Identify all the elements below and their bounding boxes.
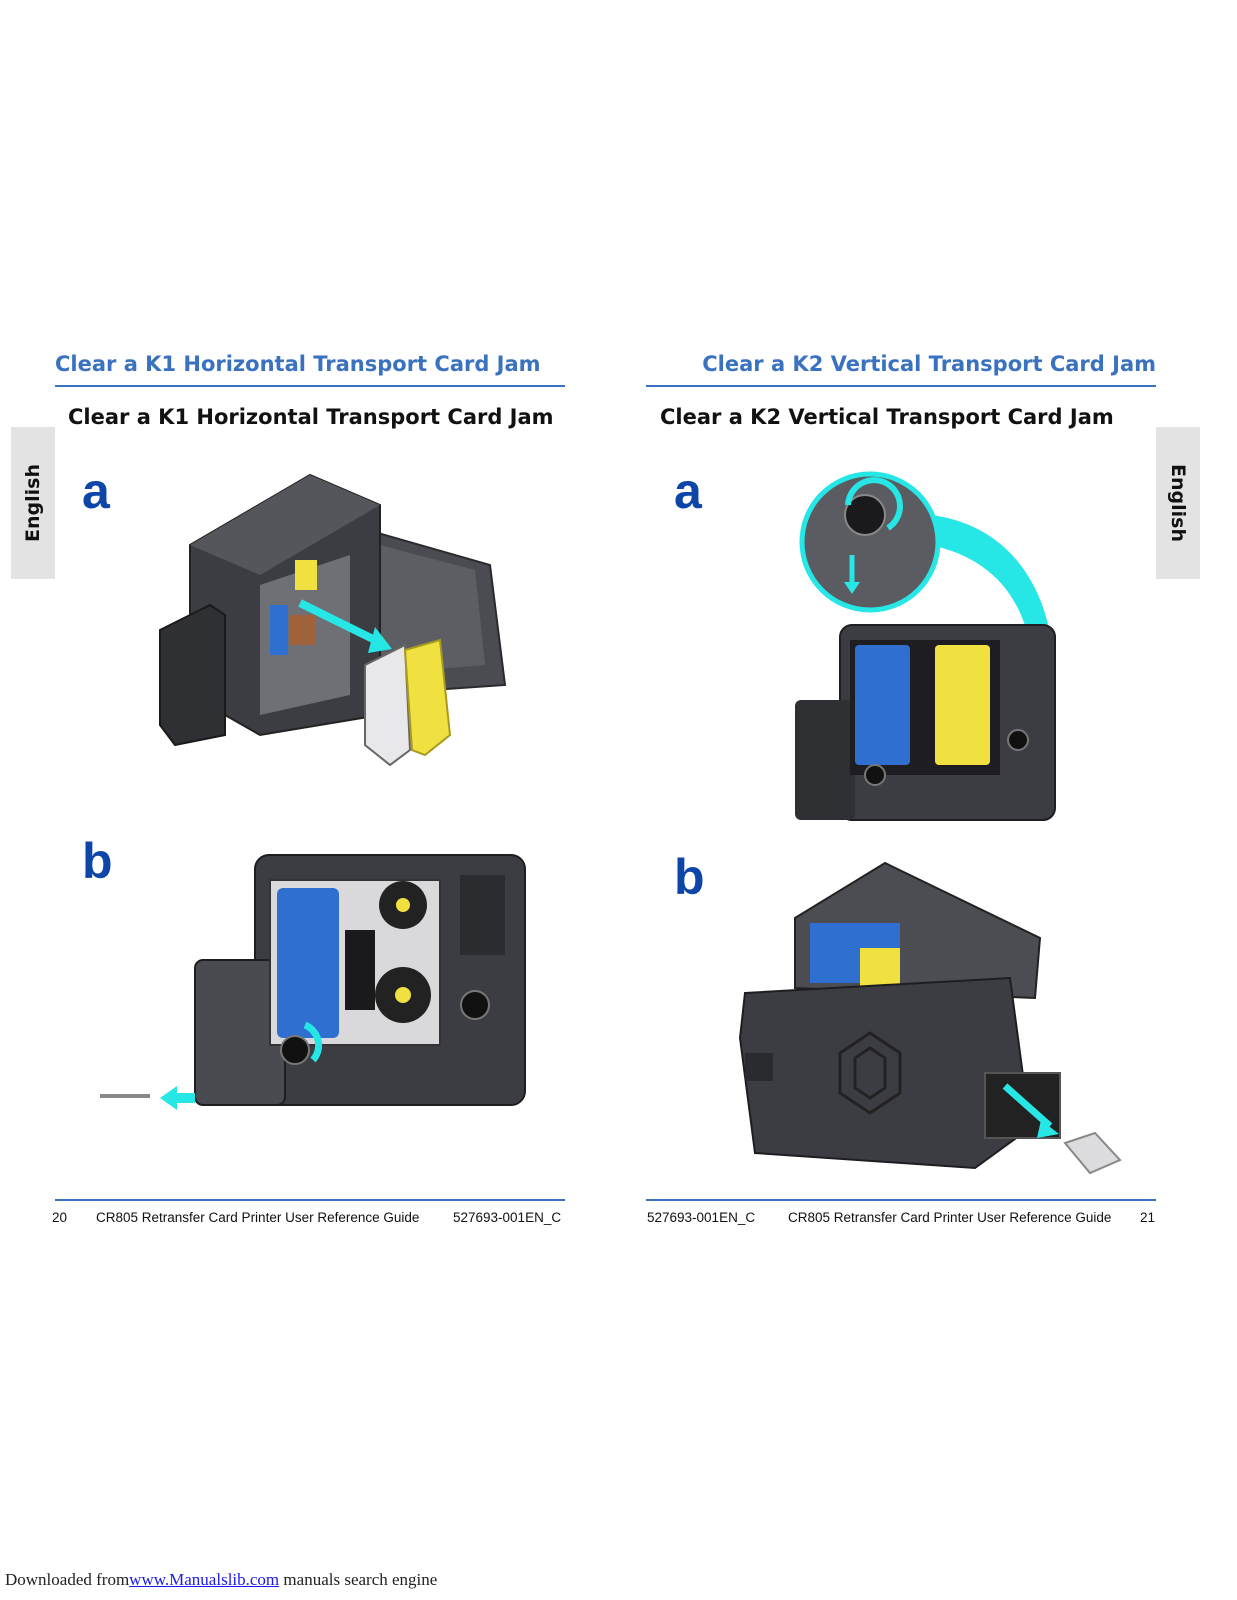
k1-knob: [864, 764, 886, 786]
right-footer-rule: [646, 1199, 1156, 1201]
left-language-label: English: [22, 464, 44, 542]
k2-step-b-illustration: [738, 861, 1122, 1175]
zoom-callout-band: [930, 515, 1055, 730]
download-suffix: manuals search engine: [279, 1570, 438, 1589]
k1-step-b-illustration: [100, 854, 526, 1110]
manualslib-link[interactable]: www.Manualslib.com: [129, 1570, 280, 1589]
blue-ribbon-cartridge: [855, 645, 910, 765]
zoomed-knob: [844, 494, 886, 536]
rear-port: [745, 1053, 773, 1081]
k2-step-a-illustration: [795, 471, 1056, 821]
right-language-label: English: [1167, 464, 1189, 542]
card-input-module: [795, 700, 855, 820]
transport-mechanism: [290, 615, 315, 645]
k1-step-a-illustration: [159, 473, 507, 767]
right-page-number: 21: [1140, 1210, 1156, 1225]
side-knob: [460, 990, 490, 1020]
print-head-block: [345, 930, 375, 1010]
right-section-title: Clear a K2 Vertical Transport Card Jam: [660, 405, 1114, 429]
card-input-module: [159, 603, 226, 747]
blue-ribbon-cartridge: [277, 888, 339, 1038]
right-step-a-label: a: [674, 463, 702, 519]
right-language-tab: English: [1156, 427, 1200, 579]
removal-arrow: [298, 599, 377, 644]
blue-cartridge: [270, 605, 288, 655]
left-language-tab: English: [11, 427, 55, 579]
zoom-magnifier-circle: [799, 471, 941, 613]
zoomed-down-arrowhead: [844, 582, 860, 594]
left-doc-code: 527693-001EN_C: [453, 1210, 562, 1225]
right-page-header: Clear a K2 Vertical Transport Card Jam: [702, 352, 1156, 376]
left-footer-rule: [55, 1199, 565, 1201]
door-inner-panel: [360, 540, 485, 675]
download-notice: Downloaded fromwww.Manualslib.com manual…: [5, 1570, 437, 1590]
yellow-cartridge-small: [295, 560, 317, 590]
removed-cartridge-yellow: [403, 638, 452, 757]
removed-cartridge-white: [364, 643, 412, 767]
left-step-a-label: a: [82, 463, 110, 519]
left-section-title: Clear a K1 Horizontal Transport Card Jam: [68, 405, 554, 429]
right-guide-title: CR805 Retransfer Card Printer User Refer…: [788, 1210, 1112, 1225]
lower-spool-hub: [395, 987, 411, 1003]
card-removal-arrowhead: [1037, 1120, 1059, 1138]
right-step-b-label: b: [674, 849, 705, 905]
side-vent: [460, 875, 505, 955]
left-step-b-label: b: [82, 833, 113, 889]
upper-spool-hub: [396, 898, 410, 912]
eject-arrow: [160, 1086, 195, 1110]
left-guide-title: CR805 Retransfer Card Printer User Refer…: [96, 1210, 420, 1225]
zoomed-rotation-arrow: [845, 477, 903, 531]
right-header-rule: [646, 385, 1156, 387]
removal-arrowhead: [368, 627, 392, 653]
printer-top: [190, 475, 380, 575]
advance-knob: [280, 1035, 310, 1065]
card-removal-arrow: [1002, 1083, 1053, 1129]
download-prefix: Downloaded from: [5, 1570, 130, 1589]
k2-knob: [1007, 729, 1029, 751]
left-page-number: 20: [52, 1210, 68, 1225]
ejected-card: [1063, 1131, 1122, 1175]
hexagon-emblem-inner: [853, 1046, 887, 1100]
hexagon-emblem: [838, 1031, 902, 1115]
left-header-rule: [55, 385, 565, 387]
yellow-cartridge: [860, 948, 900, 988]
right-doc-code: 527693-001EN_C: [647, 1210, 756, 1225]
yellow-cartridge: [935, 645, 990, 765]
left-page-header: Clear a K1 Horizontal Transport Card Jam: [55, 352, 541, 376]
knob-rotation-arrow: [303, 1021, 323, 1063]
